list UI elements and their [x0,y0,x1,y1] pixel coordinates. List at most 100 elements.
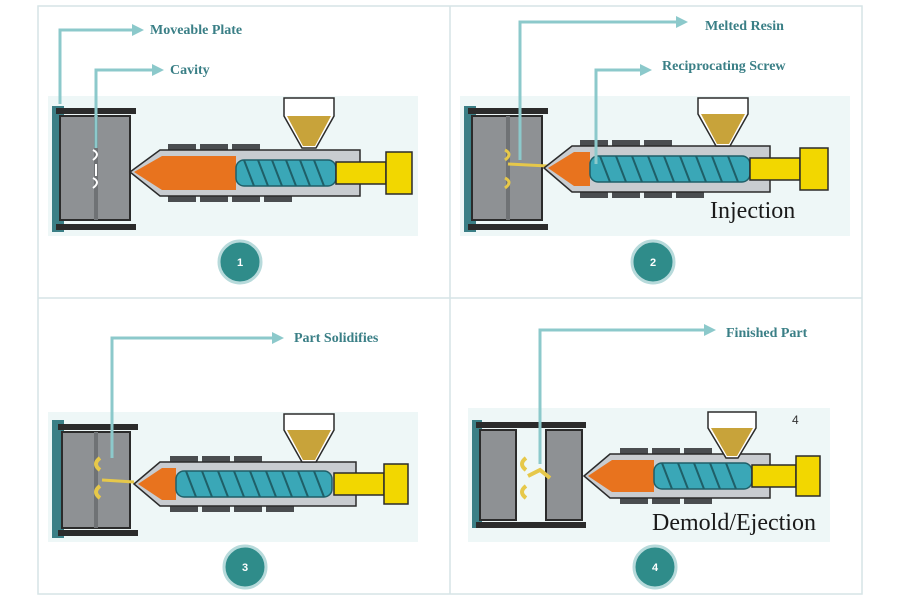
heater-band [266,504,294,512]
callout-line [538,328,704,464]
screw-flights [185,470,325,498]
cavity [92,149,98,189]
parting-line [506,116,510,220]
heater-band [580,190,608,198]
tie-bar-top [58,424,138,430]
melted-resin [548,152,590,186]
heater-band [170,456,198,464]
heater-band [652,496,680,504]
heater-band [264,194,292,202]
hydraulic-cylinder [799,147,829,191]
hydraulic-cylinder [383,463,409,505]
sprue [507,162,549,168]
mold-assembly [472,420,586,528]
panel-4: 4 Demold/Ejection Finished Part 4 [468,324,830,590]
injection-unit [542,97,829,198]
screw-flights [243,159,325,187]
parting-line [94,432,98,528]
finished-part [520,456,552,500]
arrow-icon [152,64,164,76]
arrow-icon [132,24,144,36]
callout-moveable-plate: Moveable Plate [58,23,242,104]
moveable-plate [479,429,517,521]
callout-melted-resin: Melted Resin [518,16,784,160]
tie-bar-bottom [56,224,136,230]
tie-bar-bottom [476,522,586,528]
tie-bar-top [476,422,586,428]
melted-resin [138,468,176,500]
heater-band [200,194,228,202]
corner-number: 4 [792,413,799,427]
heater-band [612,190,640,198]
badge-circle [632,544,678,590]
callout-label: Reciprocating Screw [662,59,786,74]
screw-flights [661,462,737,490]
callout-line [594,68,640,164]
platen [472,420,482,528]
callout-reciprocating-screw: Reciprocating Screw [594,59,786,164]
heater-band [234,504,262,512]
filled-cavity [504,148,511,190]
injection-unit [582,411,821,504]
heater-band [684,448,712,456]
heater-band [232,194,260,202]
badge-number: 3 [242,562,248,574]
badge-number: 4 [652,562,659,574]
mold-assembly [52,420,138,538]
grid-frame [37,5,863,595]
sprue [101,478,135,484]
screw-flights [599,155,739,183]
heater-band [676,190,704,198]
step-badge: 2 [630,239,676,285]
reciprocating-screw [235,159,337,187]
heater-band [168,144,196,152]
heater-band [168,194,196,202]
heater-band [202,504,230,512]
stage-label: Demold/Ejection [652,510,816,536]
callout-line [518,20,676,160]
heater-band [620,496,648,504]
hopper-resin [287,116,331,146]
melted-resin [588,460,654,492]
heater-band [644,190,672,198]
heater-band [684,496,712,504]
tie-bar-bottom [58,530,138,536]
callout-label: Cavity [170,63,210,78]
hopper-resin [287,430,331,460]
heater-band [644,140,672,148]
panel-2: Injection Melted Resin Reciprocating Scr… [460,16,850,285]
badge-circle [217,239,263,285]
heater-band [202,456,230,464]
tie-bar-bottom [468,224,548,230]
callout-line [58,28,132,104]
callout-part-solidifies: Part Solidifies [110,331,379,458]
callout-finished-part: Finished Part [538,324,808,464]
step-badge: 3 [222,544,268,590]
hopper-resin [701,114,745,144]
injection-unit [132,413,409,512]
melted-resin [134,156,236,190]
callout-cavity: Cavity [94,63,210,148]
step-badge: 4 [632,544,678,590]
badge-number: 1 [237,257,243,269]
arrow-icon [704,324,716,336]
panel-1: Moveable Plate Cavity 1 [48,23,418,285]
callout-line [110,336,272,458]
heater-band [170,504,198,512]
heater-band [234,456,262,464]
hydraulic-cylinder [385,151,413,195]
mold-assembly [464,106,549,232]
injection-unit [128,97,413,202]
ram [749,157,801,181]
badge-circle [630,239,676,285]
heater-band [652,448,680,456]
hydraulic-cylinder [795,455,821,497]
callout-label: Moveable Plate [150,23,242,38]
callout-label: Melted Resin [705,19,784,34]
panel-3: Part Solidifies 3 [48,331,418,590]
stage-label: Injection [710,198,795,224]
badge-number: 2 [650,257,656,269]
callout-label: Part Solidifies [294,331,379,346]
heater-band [232,144,260,152]
